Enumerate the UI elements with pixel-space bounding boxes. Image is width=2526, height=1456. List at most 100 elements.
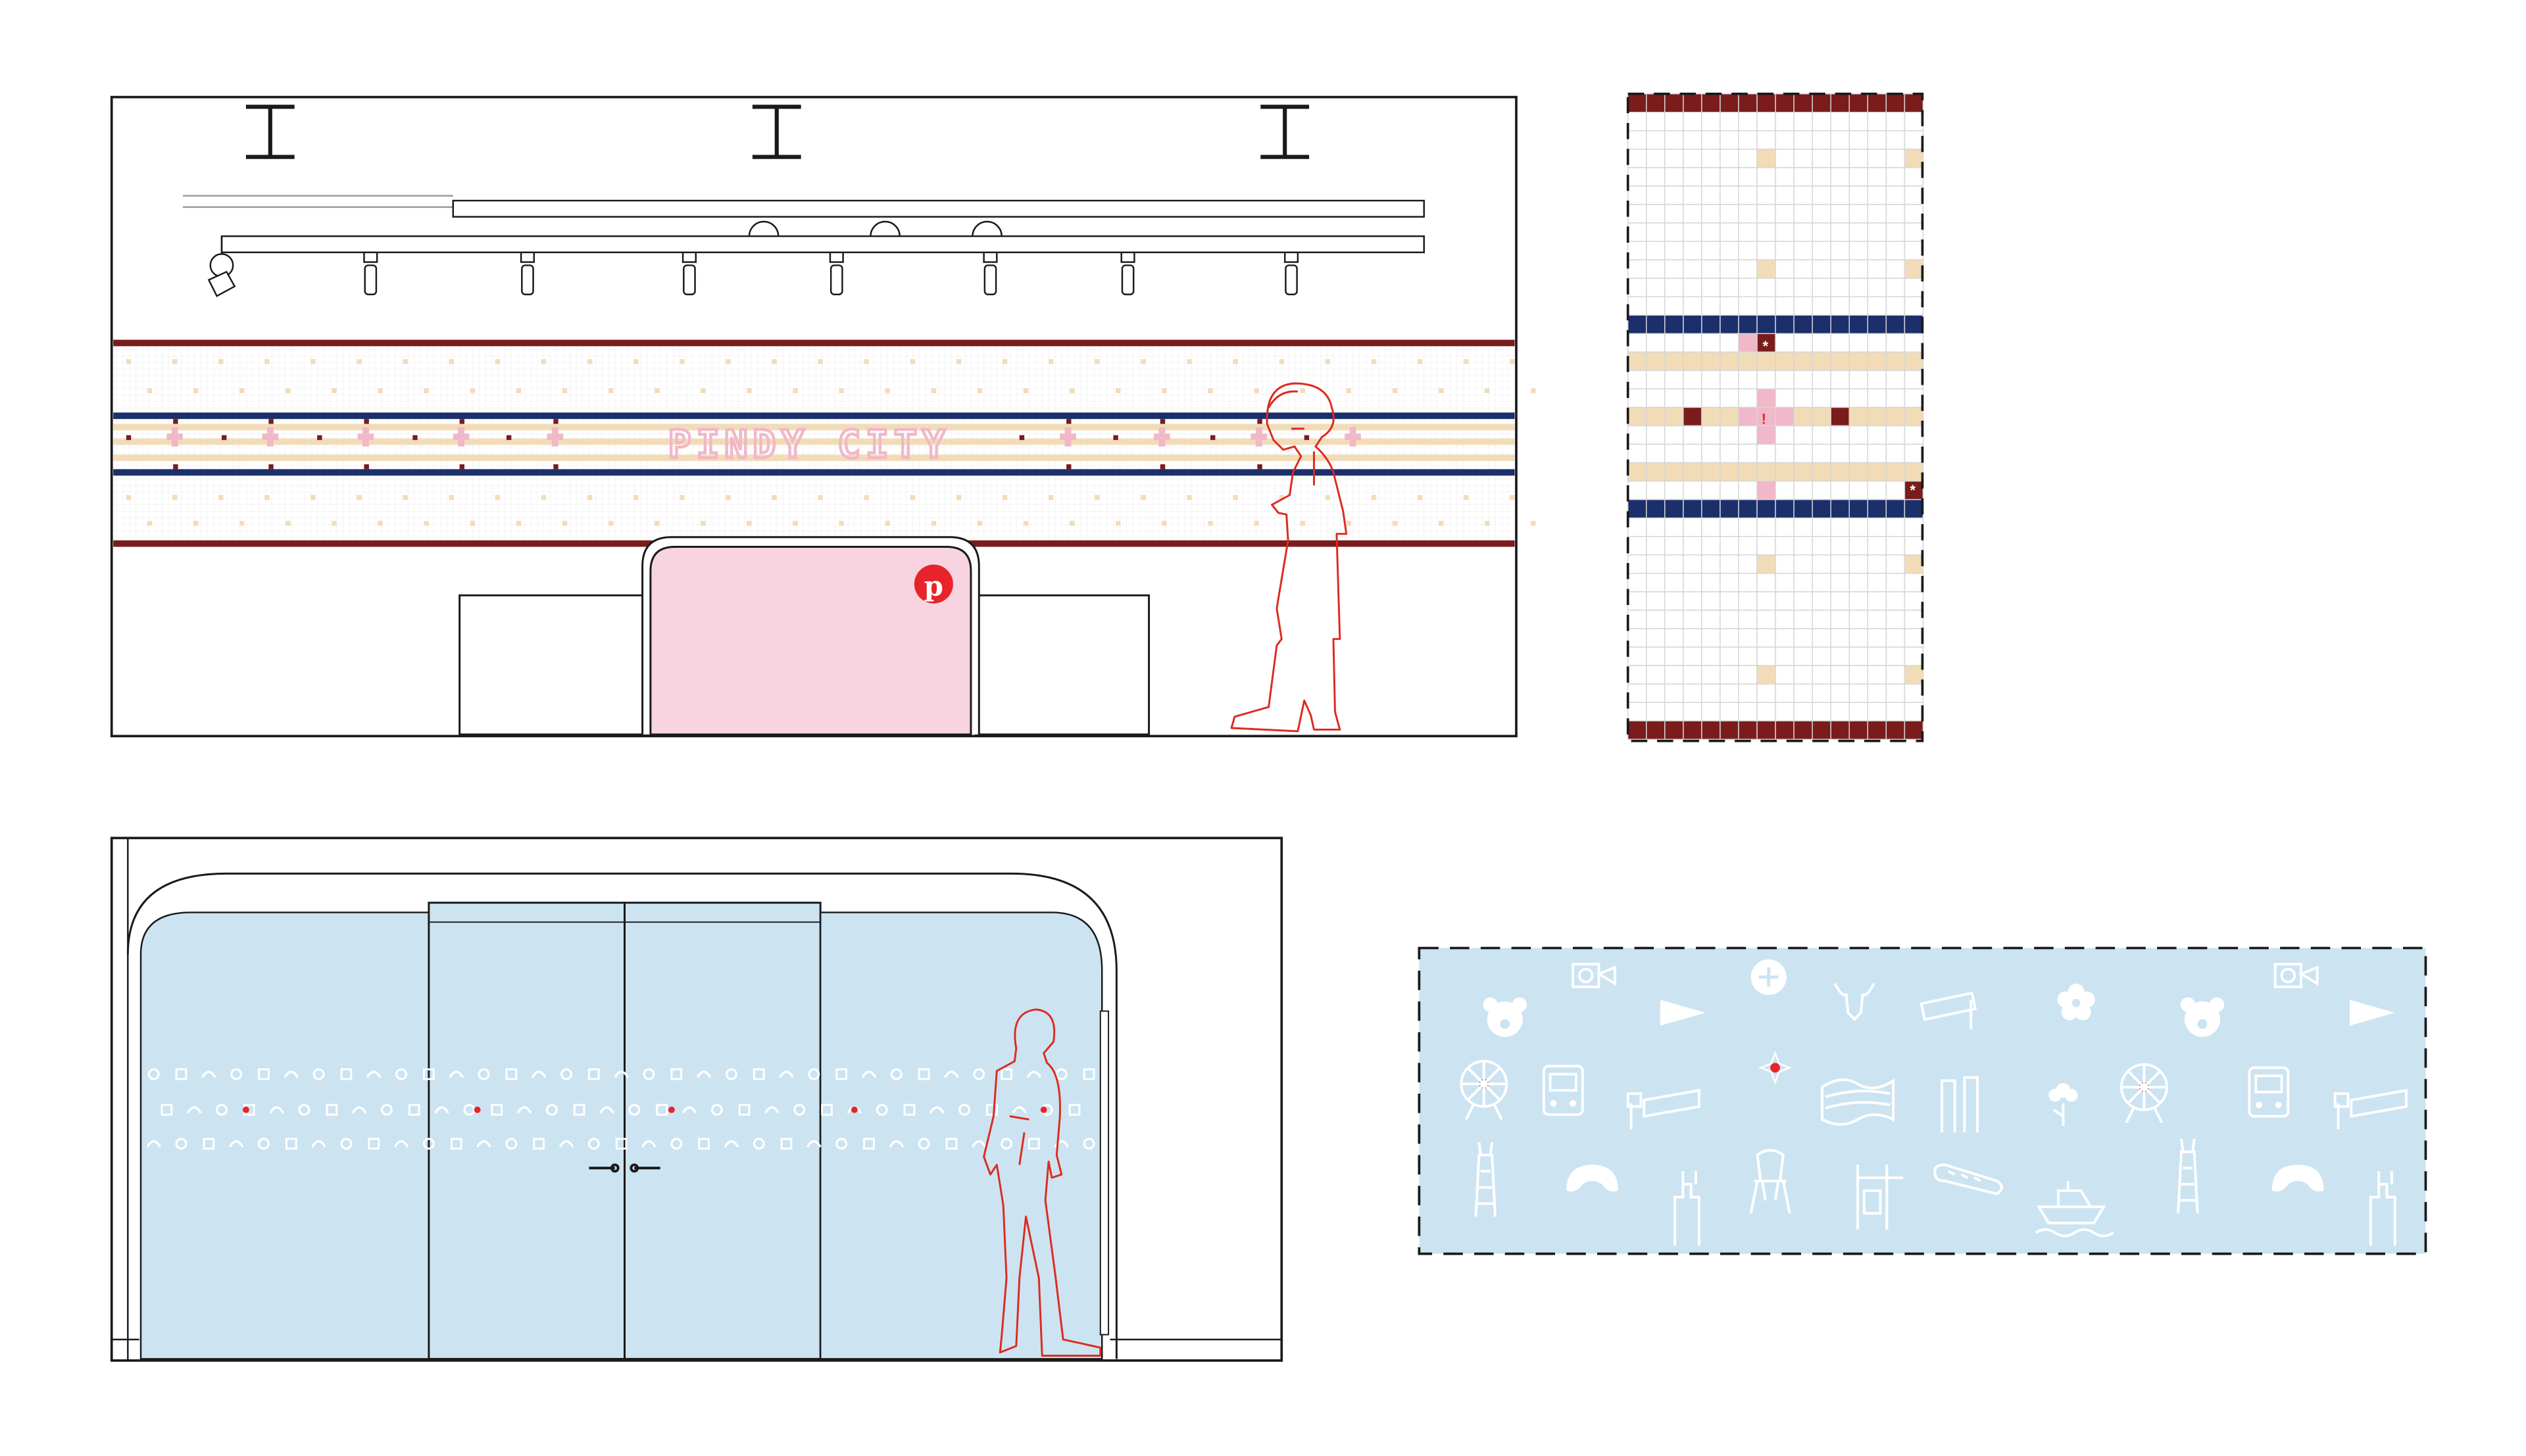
tile <box>1885 610 1906 629</box>
tile <box>1701 185 1721 205</box>
tile <box>1848 130 1869 150</box>
tile <box>1756 93 1776 113</box>
frosted-icon <box>821 1104 833 1116</box>
tile <box>1738 554 1758 574</box>
tile <box>1664 112 1684 132</box>
tile <box>1756 130 1776 150</box>
tile <box>1885 296 1906 316</box>
tile <box>1701 222 1721 242</box>
mosaic-dot <box>1346 388 1352 393</box>
tile <box>1904 646 1924 666</box>
tile <box>1830 333 1850 353</box>
frosted-icon <box>505 1138 518 1150</box>
tile <box>1848 149 1869 168</box>
tile <box>1756 425 1776 445</box>
mosaic-dot <box>1070 521 1075 526</box>
mosaic-dot <box>655 388 660 393</box>
spotlight-icon <box>363 251 378 295</box>
frosted-icon <box>724 1140 739 1148</box>
tile <box>1885 370 1906 390</box>
tile <box>1867 241 1887 260</box>
mosaic-dot <box>357 495 362 500</box>
frosted-icon <box>269 1106 284 1114</box>
tile <box>1627 333 1647 353</box>
mosaic-dot <box>931 388 937 393</box>
mosaic-dot <box>587 359 593 364</box>
frosted-icon <box>476 1140 491 1148</box>
tile <box>1701 702 1721 721</box>
frosted-icon <box>449 1071 464 1079</box>
mosaic-dot <box>1208 388 1213 393</box>
mosaic-dot <box>310 359 316 364</box>
tile <box>1701 278 1721 297</box>
tile <box>1830 498 1850 519</box>
tile <box>1793 573 1813 593</box>
tile <box>1701 443 1721 464</box>
tile <box>1848 370 1869 390</box>
tile <box>1904 554 1924 574</box>
tile <box>1904 296 1924 316</box>
tile <box>1775 167 1795 187</box>
willis-tower-icon <box>2271 1165 2324 1192</box>
tile <box>1867 149 1887 168</box>
tile <box>1867 167 1887 187</box>
tile <box>1683 610 1702 629</box>
pin-tile-icon: ! <box>1762 411 1766 427</box>
mosaic-dot <box>1279 359 1284 364</box>
tile <box>1848 591 1869 611</box>
tile <box>1885 406 1906 427</box>
mosaic-dot <box>1531 388 1536 393</box>
frosted-star-icon <box>242 1106 249 1113</box>
tile <box>1793 665 1813 685</box>
camera-icon <box>2273 963 2319 988</box>
bean-icon <box>1474 1142 1497 1217</box>
tile <box>1848 443 1869 464</box>
tile <box>1664 185 1684 205</box>
frosted-icon <box>505 1068 518 1080</box>
door-handle-icon <box>589 1163 660 1173</box>
tile <box>1664 462 1684 482</box>
tile <box>1775 462 1795 482</box>
tile-panel-outline <box>1626 92 1924 742</box>
frosted-icon <box>340 1068 353 1080</box>
mosaic-dot <box>1070 388 1075 393</box>
tile <box>1904 130 1924 150</box>
tile <box>1885 591 1906 611</box>
tile <box>1867 702 1887 721</box>
frosted-icon <box>656 1104 668 1116</box>
tile <box>1830 388 1850 408</box>
tile <box>1885 554 1906 574</box>
tile <box>1646 333 1666 353</box>
frosted-icon <box>599 1106 614 1114</box>
tile <box>1756 498 1776 519</box>
frosted-icon <box>1083 1138 1095 1150</box>
tile <box>1885 646 1906 666</box>
tile <box>1904 185 1924 205</box>
frosted-icon <box>973 1068 985 1080</box>
tile <box>1683 628 1702 648</box>
tile <box>1793 425 1813 445</box>
tile <box>1885 720 1906 740</box>
svg-text:*: * <box>1910 482 1916 498</box>
tile <box>1812 610 1831 629</box>
mosaic-dot <box>747 388 752 393</box>
tile <box>1775 591 1795 611</box>
star-tile-icon: * <box>1763 338 1769 354</box>
tile <box>1627 665 1647 685</box>
tile <box>1664 241 1684 260</box>
tile <box>1793 167 1813 187</box>
tile <box>1830 646 1850 666</box>
tile <box>1885 204 1906 224</box>
tile <box>1867 314 1887 334</box>
mosaic-dot <box>332 388 337 393</box>
tile <box>1738 480 1758 500</box>
tile <box>1720 498 1739 519</box>
tile <box>1830 665 1850 685</box>
tile <box>1664 573 1684 593</box>
tile <box>1885 683 1906 703</box>
mosaic-dot <box>516 521 522 526</box>
mosaic-dot <box>332 521 337 526</box>
tile <box>1848 498 1869 519</box>
tile <box>1848 241 1869 260</box>
tile <box>1775 351 1795 372</box>
